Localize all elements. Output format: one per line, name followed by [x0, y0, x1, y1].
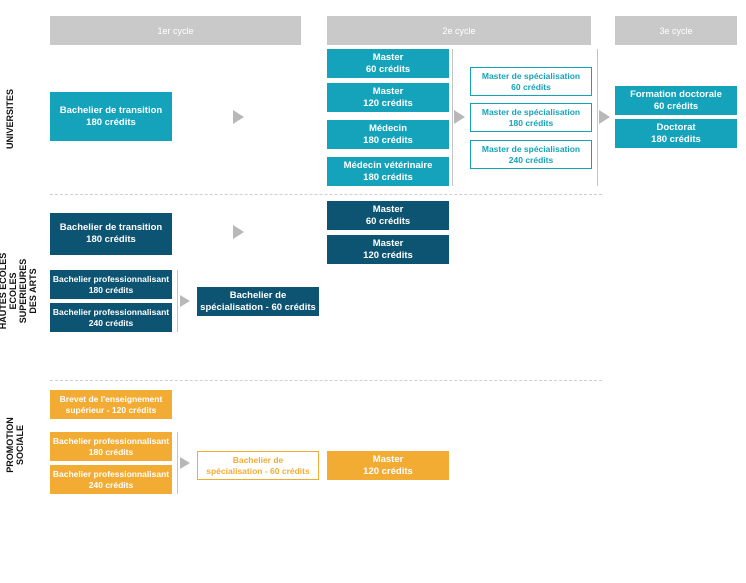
header-cycle-1: 1er cycle: [50, 16, 301, 45]
arrow-right-icon: [599, 110, 610, 124]
univ-medecin-veterinaire: Médecin vétérinaire 180 crédits: [327, 157, 449, 186]
header-cycle-2-label: 2e cycle: [442, 25, 476, 36]
ps-master-120: Master 120 crédits: [327, 451, 449, 480]
univ-master-specialisation-60: Master de spécialisation 60 crédits: [470, 67, 592, 96]
univ-bracket-line-2: [597, 49, 598, 186]
ps-bachelier-specialisation: Bachelier de spécialisation - 60 crédits: [197, 451, 319, 480]
ps-bracket-line: [177, 432, 178, 494]
header-cycle-3-label: 3e cycle: [659, 25, 693, 36]
he-master-60: Master 60 crédits: [327, 201, 449, 230]
ps-bachelier-pro-240: Bachelier professionnalisant 240 crédits: [50, 465, 172, 494]
univ-formation-doctorale: Formation doctorale 60 crédits: [615, 86, 737, 115]
he-bachelier-transition: Bachelier de transition 180 crédits: [50, 213, 172, 255]
univ-master-specialisation-240: Master de spécialisation 240 crédits: [470, 140, 592, 169]
univ-bachelier-transition: Bachelier de transition 180 crédits: [50, 92, 172, 141]
univ-master-120: Master 120 crédits: [327, 83, 449, 112]
header-cycle-2: 2e cycle: [327, 16, 591, 45]
row-label-promotion-sociale: PROMOTION SOCIALE: [5, 417, 25, 473]
header-cycle-1-label: 1er cycle: [157, 25, 194, 36]
separator-2: [50, 380, 602, 381]
univ-master-60: Master 60 crédits: [327, 49, 449, 78]
arrow-right-icon: [233, 225, 244, 239]
univ-bracket-line-1: [452, 49, 453, 186]
ps-bachelier-pro-180: Bachelier professionnalisant 180 crédits: [50, 432, 172, 461]
header-cycle-3: 3e cycle: [615, 16, 737, 45]
he-bracket-line: [177, 270, 178, 332]
arrow-right-icon: [233, 110, 244, 124]
he-bachelier-pro-240: Bachelier professionnalisant 240 crédits: [50, 303, 172, 332]
arrow-right-icon: [180, 457, 190, 469]
row-label-hautes-ecoles: HAUTES ECOLES ECOLES SUPERIEURES DES ART…: [0, 252, 38, 330]
separator-1: [50, 194, 602, 195]
row-label-universites: UNIVERSITES: [5, 89, 15, 150]
univ-doctorat: Doctorat 180 crédits: [615, 119, 737, 148]
he-bachelier-pro-180: Bachelier professionnalisant 180 crédits: [50, 270, 172, 299]
univ-medecin: Médecin 180 crédits: [327, 120, 449, 149]
arrow-right-icon: [454, 110, 465, 124]
ps-brevet-enseignement-superieur: Brevet de l'enseignement supérieur - 120…: [50, 390, 172, 419]
univ-master-specialisation-180: Master de spécialisation 180 crédits: [470, 103, 592, 132]
arrow-right-icon: [180, 295, 190, 307]
he-master-120: Master 120 crédits: [327, 235, 449, 264]
he-bachelier-specialisation: Bachelier de spécialisation - 60 crédits: [197, 287, 319, 316]
